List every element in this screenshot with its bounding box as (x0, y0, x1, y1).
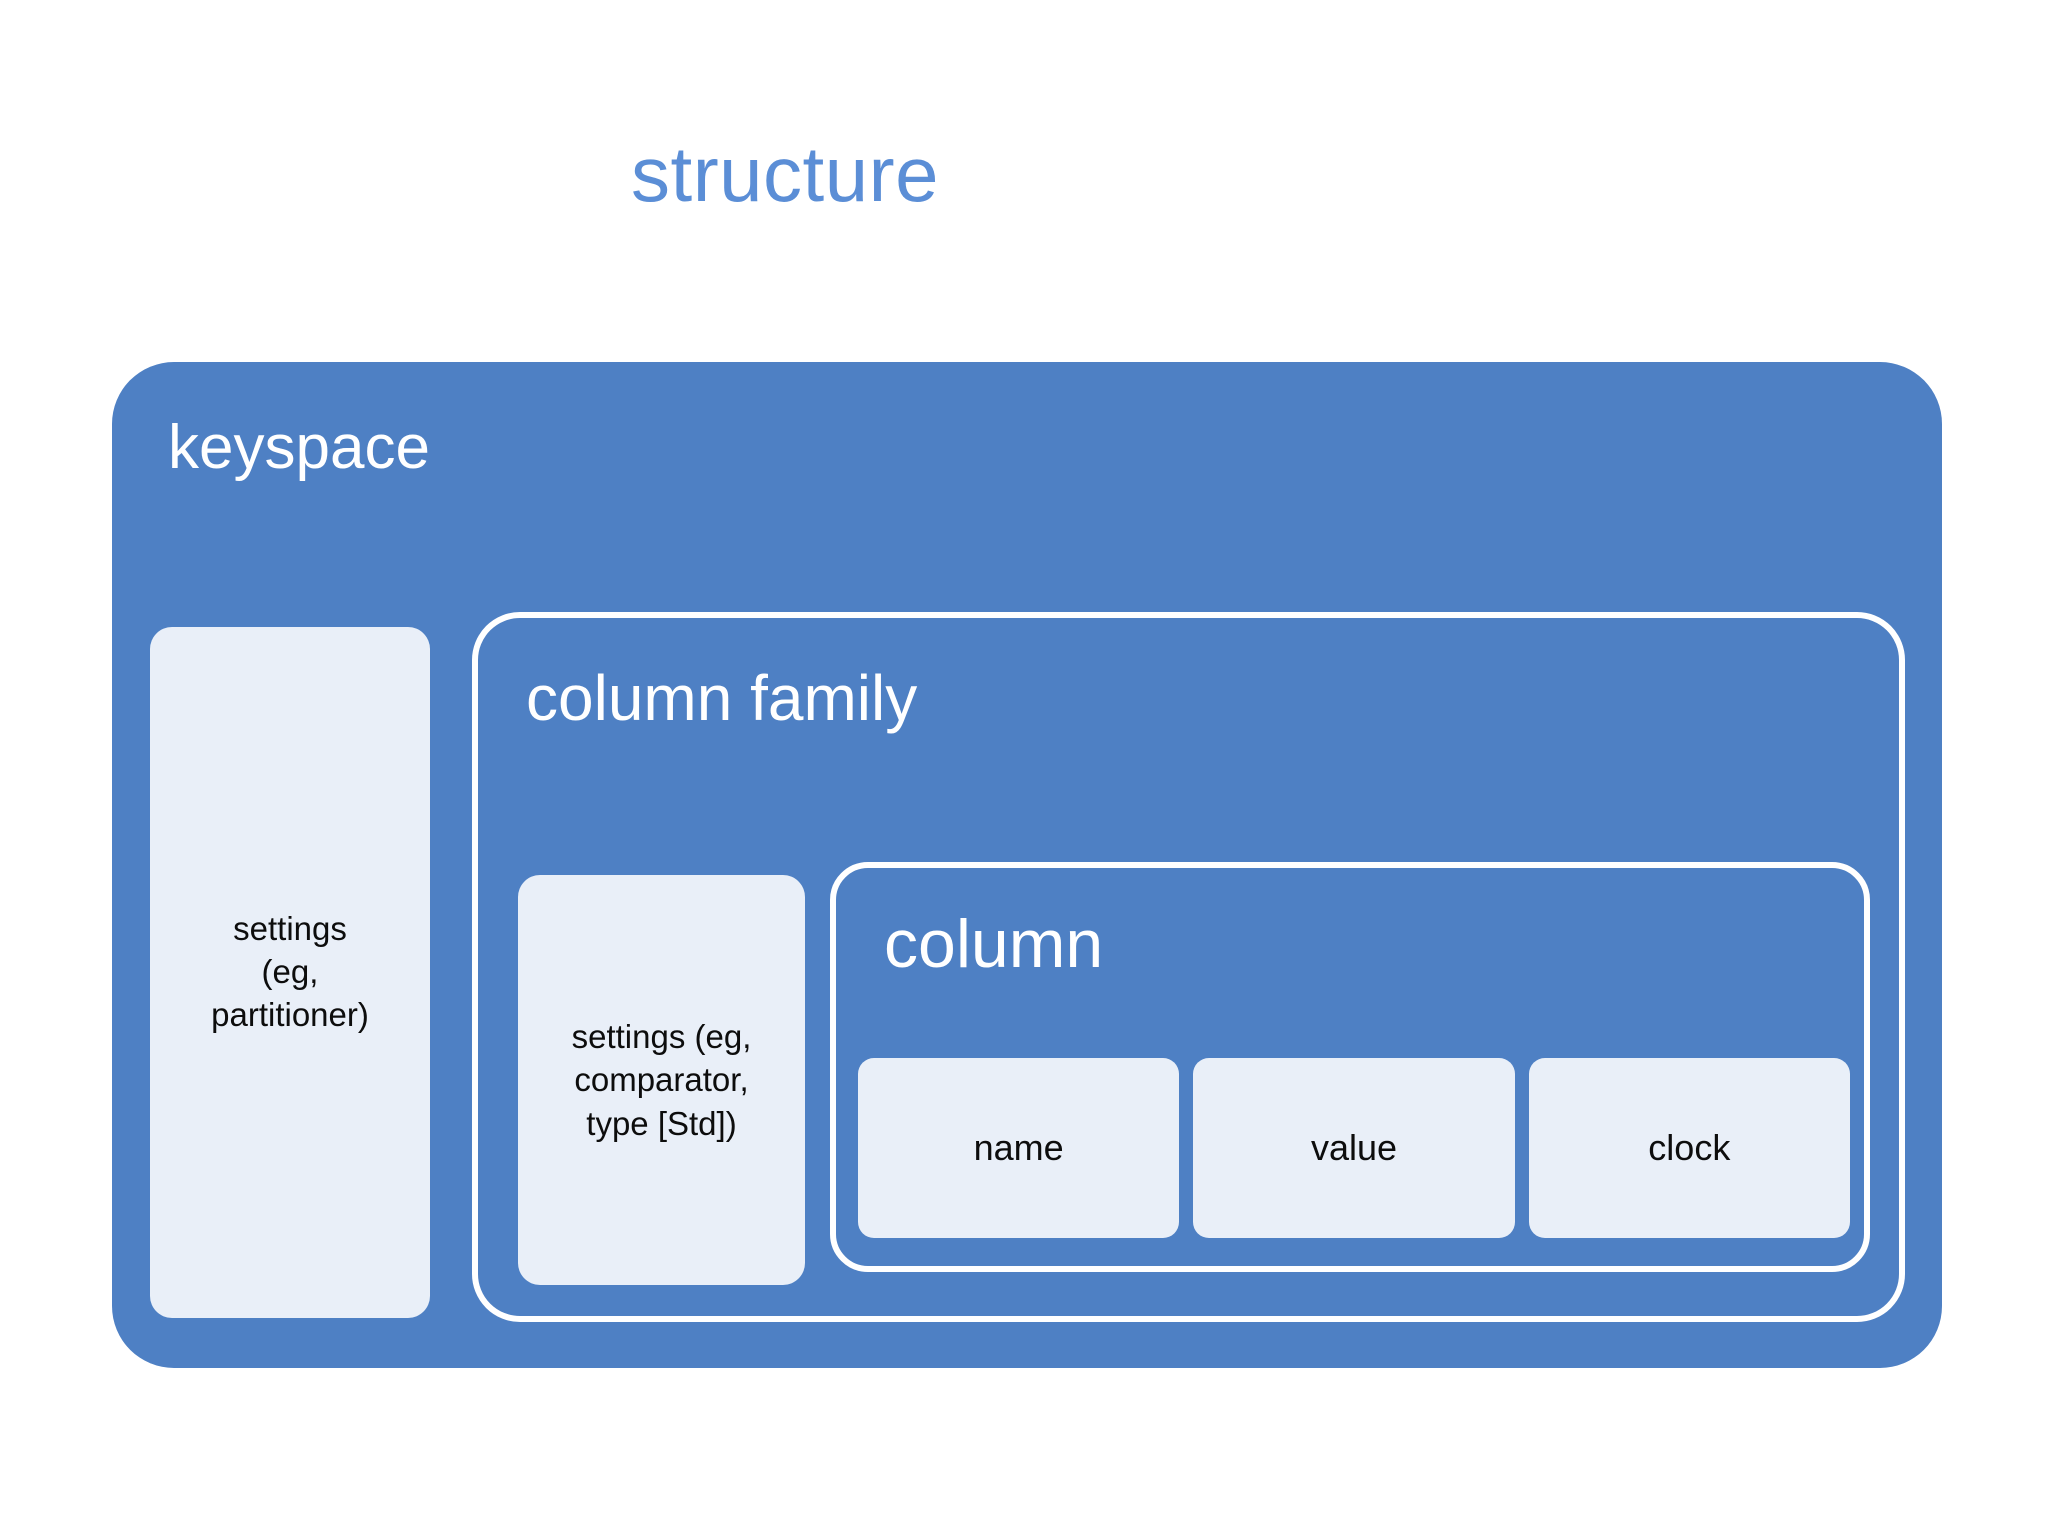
column-family-label: column family (526, 662, 918, 734)
column-family-container: column family settings (eg, comparator, … (472, 612, 1905, 1322)
column-field-clock: clock (1528, 1058, 1850, 1238)
column-family-settings-text: settings (eg, comparator, type [Std]) (571, 1017, 752, 1142)
column-field-value: value (1193, 1058, 1515, 1238)
column-label: column (884, 906, 1104, 982)
page-title: structure (631, 130, 939, 218)
keyspace-label: keyspace (168, 413, 430, 482)
column-container: column name value clock (830, 862, 1870, 1272)
keyspace-settings-chip: settings (eg, partitioner) (150, 627, 430, 1318)
keyspace-settings-text: settings (eg, partitioner) (211, 910, 369, 1033)
keyspace-container: keyspace settings (eg, partitioner) colu… (112, 362, 1942, 1368)
column-field-name: name (858, 1058, 1180, 1238)
column-fields-row: name value clock (858, 1058, 1850, 1238)
column-family-settings-chip: settings (eg, comparator, type [Std]) (518, 875, 805, 1285)
